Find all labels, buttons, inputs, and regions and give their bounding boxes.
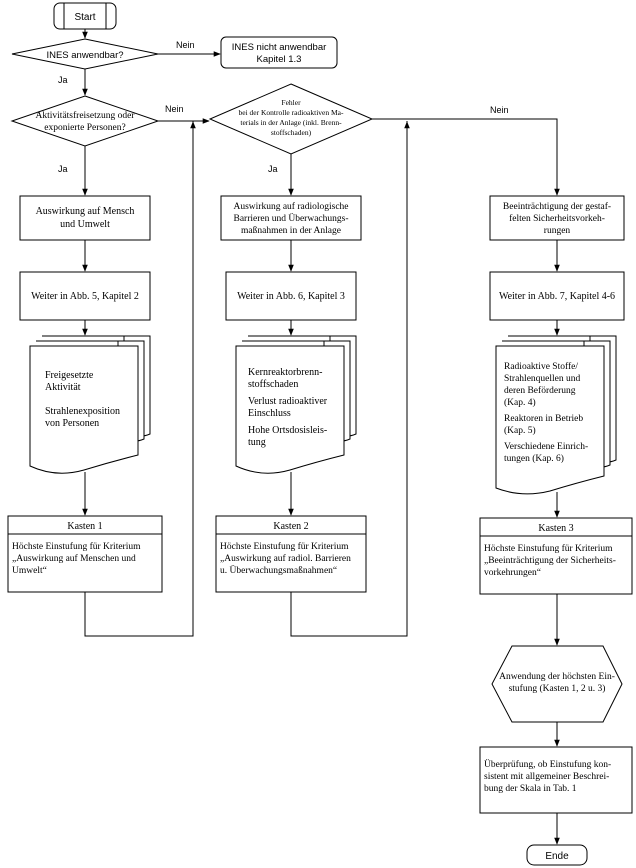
doc-text: (Kap. 5): [504, 425, 536, 436]
doc-text: Strahlenexposition: [45, 406, 120, 417]
kasten-text: Umwelt“: [12, 566, 47, 576]
reference-box-fig5: Weiter in Abb. 5, Kapitel 2: [19, 271, 151, 321]
decision-label: Aktivitätsfreisetzung oder: [36, 110, 136, 121]
kasten-text: Höchste Einstufung für Kriterium: [220, 541, 349, 552]
reference-box-fig7: Weiter in Abb. 7, Kapitel 4-6: [489, 271, 625, 321]
yes-label: Ja: [268, 164, 278, 174]
kasten-text: Höchste Einstufung für Kriterium: [484, 543, 613, 554]
consistency-check-box: Überprüfung, ob Einstufung kon- sistent …: [479, 746, 633, 814]
doc-text: Kernreaktorbrenn-: [248, 367, 322, 378]
decision-label: terials in der Anlage (inkl. Brenn-: [240, 118, 342, 127]
doc-text: Hohe Ortsdosisleis-: [248, 425, 327, 436]
box-text: Auswirkung auf radiologische: [233, 201, 348, 212]
start-label: Start: [74, 12, 95, 23]
box-text: Auswirkung auf Mensch: [36, 206, 135, 217]
kasten-text: „Auswirkung auf Menschen und: [12, 553, 136, 564]
check-text: Überprüfung, ob Einstufung kon-: [484, 758, 611, 770]
decision-ines-applicable: INES anwendbar?: [11, 38, 159, 70]
kasten-text: Höchste Einstufung für Kriterium: [12, 541, 141, 552]
doc-text: Aktivität: [45, 382, 81, 393]
check-text: sistent mit allgemeiner Beschrei-: [484, 772, 609, 782]
doc-text: Verschiedene Einrich-: [504, 442, 588, 452]
doc-text: deren Beförderung: [504, 385, 576, 396]
doc-text: (Kap. 4): [504, 397, 536, 408]
check-text: bung der Skala in Tab. 1: [484, 784, 577, 794]
kasten-1: Kasten 1 Höchste Einstufung für Kriteriu…: [7, 515, 163, 593]
box-text: Weiter in Abb. 6, Kapitel 3: [237, 291, 345, 302]
kasten-title: Kasten 2: [273, 521, 308, 532]
no-label: Nein: [165, 104, 184, 114]
kasten-2: Kasten 2 Höchste Einstufung für Kriteriu…: [215, 515, 367, 593]
connector: [84, 121, 194, 637]
box-text: Beeinträchtigung der gestaf-: [503, 201, 611, 212]
not-applicable-line: Kapitel 1.3: [257, 54, 302, 65]
doc-text: Einschluss: [248, 408, 291, 419]
doc-text: stoffschaden: [248, 379, 298, 390]
apply-text: Anwendung der höchsten Ein-: [499, 672, 615, 682]
reference-box-fig6: Weiter in Abb. 6, Kapitel 3: [225, 271, 357, 321]
document-stack-col2: Kernreaktorbrenn- stoffschaden Verlust r…: [235, 335, 357, 474]
effect-box-defence-in-depth: Beeinträchtigung der gestaf- felten Sich…: [489, 195, 625, 241]
doc-text: Strahlenquellen und: [504, 374, 580, 384]
not-applicable-box: INES nicht anwendbar Kapitel 1.3: [220, 36, 338, 69]
box-text: Weiter in Abb. 7, Kapitel 4-6: [499, 291, 615, 302]
no-label: Nein: [490, 105, 509, 115]
doc-text: Reaktoren in Betrieb: [504, 414, 583, 424]
yes-label: Ja: [58, 75, 68, 85]
kasten-text: vorkehrungen“: [484, 568, 541, 578]
box-text: felten Sicherheitsvorkeh-: [509, 213, 605, 224]
end-label: Ende: [545, 851, 569, 862]
connector: [372, 118, 560, 196]
doc-text: Radioaktive Stoffe/: [504, 361, 578, 372]
decision-label: INES anwendbar?: [46, 50, 123, 61]
start-terminal: Start: [53, 2, 117, 30]
doc-text: Freigesetzte: [45, 370, 94, 381]
apply-text: stufung (Kasten 1, 2 u. 3): [509, 683, 606, 694]
box-text: maßnahmen in der Anlage: [241, 225, 341, 236]
document-stack-col1: Freigesetzte Aktivität Strahlenexpositio…: [29, 335, 151, 474]
doc-text: tung: [248, 437, 266, 448]
box-text: rungen: [544, 226, 571, 236]
end-terminal: Ende: [526, 844, 588, 866]
decision-release-or-exposure: Aktivitätsfreisetzung oder exponierte Pe…: [10, 95, 160, 147]
box-text: Weiter in Abb. 5, Kapitel 2: [31, 291, 139, 302]
not-applicable-line: INES nicht anwendbar: [232, 42, 327, 53]
decision-label: exponierte Personen?: [44, 123, 126, 133]
box-text: und Umwelt: [60, 219, 110, 230]
kasten-title: Kasten 3: [538, 523, 573, 534]
effect-box-radiological-barriers: Auswirkung auf radiologische Barrieren u…: [220, 195, 362, 241]
kasten-title: Kasten 1: [67, 521, 102, 532]
document-stack-col3: Radioaktive Stoffe/ Strahlenquellen und …: [495, 335, 617, 495]
effect-box-people-environment: Auswirkung auf Mensch und Umwelt: [19, 195, 151, 241]
kasten-text: „Beeinträchtigung der Sicherheits-: [484, 556, 616, 566]
doc-text: von Personen: [45, 418, 99, 429]
doc-text: tungen (Kap. 6): [504, 453, 564, 464]
decision-radioactive-material-control: Fehler bei der Kontrolle radioaktiven Ma…: [208, 83, 374, 155]
decision-label: stoffschaden): [271, 128, 312, 137]
kasten-3: Kasten 3 Höchste Einstufung für Kriteriu…: [479, 517, 633, 595]
yes-label: Ja: [58, 164, 68, 174]
kasten-text: „Auswirkung auf radiol. Barrieren: [220, 553, 351, 564]
decision-label: Fehler: [281, 98, 301, 107]
box-text: Barrieren und Überwachungs-: [233, 212, 348, 224]
doc-text: Verlust radioaktiver: [248, 396, 328, 407]
no-label: Nein: [176, 40, 195, 50]
apply-highest-rating: Anwendung der höchsten Ein- stufung (Kas…: [491, 645, 623, 723]
decision-label: bei der Kontrolle radioaktiven Ma-: [239, 108, 344, 117]
kasten-text: u. Überwachungsmaßnahmen“: [220, 564, 337, 576]
connector: [290, 121, 408, 637]
